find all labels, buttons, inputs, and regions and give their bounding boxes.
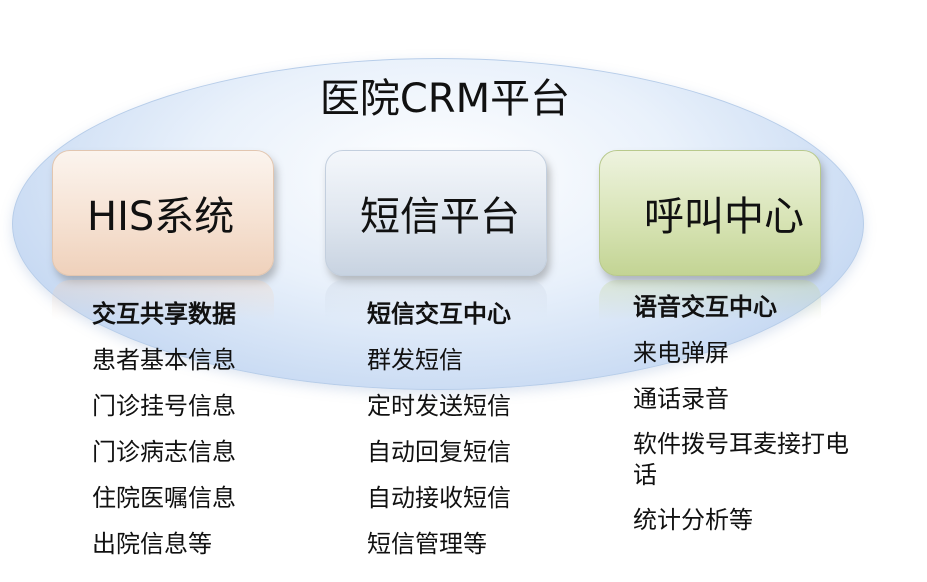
list-item: 自动回复短信 xyxy=(367,438,511,466)
his-feature-heading: 交互共享数据 xyxy=(92,300,236,328)
sms-box-reflection xyxy=(325,280,547,320)
list-item: 门诊病志信息 xyxy=(92,438,236,466)
his-box-reflection xyxy=(52,280,274,320)
list-item: 软件拨号耳麦接打电话 xyxy=(633,430,849,489)
call-center-box: 呼叫中心 xyxy=(599,150,821,276)
his-system-label: HIS系统 xyxy=(87,194,235,240)
list-item: 门诊挂号信息 xyxy=(92,392,236,420)
list-item: 统计分析等 xyxy=(633,506,753,534)
list-item: 住院医嘱信息 xyxy=(92,484,236,512)
list-item: 自动接收短信 xyxy=(367,484,511,512)
list-item: 群发短信 xyxy=(367,346,463,374)
sms-feature-heading: 短信交互中心 xyxy=(367,300,511,328)
list-item: 定时发送短信 xyxy=(367,392,511,420)
list-item: 患者基本信息 xyxy=(92,346,236,374)
list-item: 通话录音 xyxy=(633,385,729,413)
call-feature-list: 语音交互中心 来电弹屏 通话录音 软件拨号耳麦接打电话 统计分析等 xyxy=(633,284,863,543)
sms-platform-label: 短信平台 xyxy=(360,194,520,240)
his-system-box: HIS系统 xyxy=(52,150,274,276)
sms-platform-box: 短信平台 xyxy=(325,150,547,276)
list-item: 短信管理等 xyxy=(367,530,487,558)
his-feature-list: 交互共享数据 患者基本信息 门诊挂号信息 门诊病志信息 住院医嘱信息 出院信息等 xyxy=(92,291,236,567)
sms-feature-list: 短信交互中心 群发短信 定时发送短信 自动回复短信 自动接收短信 短信管理等 xyxy=(367,291,511,567)
call-center-label: 呼叫中心 xyxy=(644,194,804,240)
call-feature-heading: 语音交互中心 xyxy=(633,293,777,321)
diagram-title: 医院CRM平台 xyxy=(319,76,571,122)
list-item: 来电弹屏 xyxy=(633,339,729,367)
list-item: 出院信息等 xyxy=(92,530,212,558)
call-box-reflection xyxy=(599,280,821,320)
